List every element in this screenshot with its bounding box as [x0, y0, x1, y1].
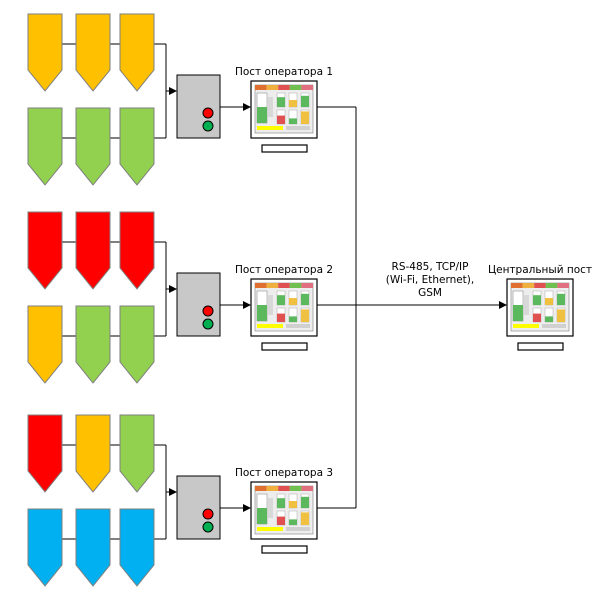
silo-2-1-1 — [27, 211, 63, 290]
operator-group-1: Пост оператора 1 — [27, 13, 333, 186]
controller-3 — [176, 475, 221, 540]
bus-lines — [317, 106, 507, 509]
operator-monitor-3 — [250, 481, 318, 554]
operator-post-label-3: Пост оператора 3 — [235, 467, 333, 479]
operator-post-label-1: Пост оператора 1 — [235, 66, 333, 78]
operator-monitor-1 — [250, 80, 318, 153]
link-label-line-3: GSM — [418, 287, 442, 299]
silo-2-1-2 — [75, 211, 111, 290]
central-monitor — [506, 278, 574, 351]
keyboard-icon — [517, 342, 564, 351]
silo-1-2-1 — [27, 107, 63, 186]
central-post-label: Центральный пост — [488, 264, 592, 276]
silo-1-1-2 — [75, 13, 111, 92]
operator-post-label-2: Пост оператора 2 — [235, 264, 333, 276]
silo-1-1-3 — [119, 13, 155, 92]
green-lamp-icon — [202, 521, 214, 533]
keyboard-icon — [261, 144, 308, 153]
link-label: RS-485, TCP/IP (Wi-Fi, Ethernet), GSM — [386, 261, 475, 299]
red-lamp-icon — [202, 508, 214, 520]
green-lamp-icon — [202, 318, 214, 330]
red-lamp-icon — [202, 107, 214, 119]
silo-3-1-1 — [27, 414, 63, 493]
controller-1 — [176, 74, 221, 139]
silo-3-1-2 — [75, 414, 111, 493]
operator-group-2: Пост оператора 2 — [27, 211, 333, 384]
silo-1-1-1 — [27, 13, 63, 92]
link-label-line-2: (Wi-Fi, Ethernet), — [386, 274, 475, 286]
green-lamp-icon — [202, 120, 214, 132]
silo-3-2-2 — [75, 508, 111, 587]
keyboard-icon — [261, 342, 308, 351]
silo-2-1-3 — [119, 211, 155, 290]
operator-monitor-2 — [250, 278, 318, 351]
silo-1-2-2 — [75, 107, 111, 186]
silo-3-1-3 — [119, 414, 155, 493]
silo-1-2-3 — [119, 107, 155, 186]
link-label-line-1: RS-485, TCP/IP — [392, 261, 469, 273]
red-lamp-icon — [202, 305, 214, 317]
silo-2-2-1 — [27, 305, 63, 384]
keyboard-icon — [261, 545, 308, 554]
silo-3-2-1 — [27, 508, 63, 587]
central-post: Центральный пост — [488, 264, 592, 351]
silo-3-2-3 — [119, 508, 155, 587]
operator-group-3: Пост оператора 3 — [27, 414, 333, 587]
controller-2 — [176, 272, 221, 337]
silo-2-2-3 — [119, 305, 155, 384]
silo-2-2-2 — [75, 305, 111, 384]
